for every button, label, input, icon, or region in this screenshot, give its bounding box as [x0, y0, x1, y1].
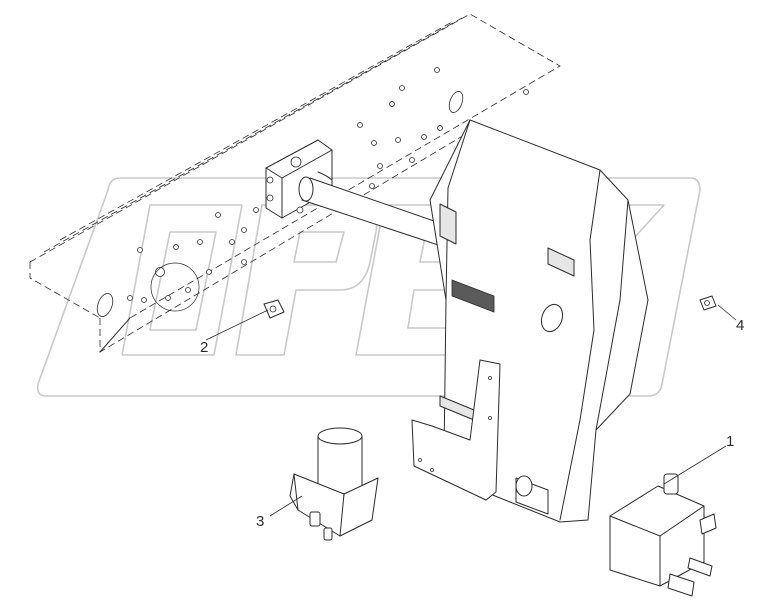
leader-lines: [205, 304, 737, 517]
frame-holes: [96, 67, 529, 317]
callout-4: 4: [736, 317, 744, 334]
bolt-4: [699, 295, 717, 311]
reservoir-box: [609, 473, 717, 597]
frame-rail: [29, 13, 561, 353]
callout-3: 3: [256, 513, 264, 530]
fitting-2: [263, 299, 285, 319]
pump-motor: [289, 427, 379, 541]
callout-2: 2: [200, 339, 208, 356]
callout-1: 1: [726, 433, 734, 450]
mounting-plate: [411, 359, 501, 501]
